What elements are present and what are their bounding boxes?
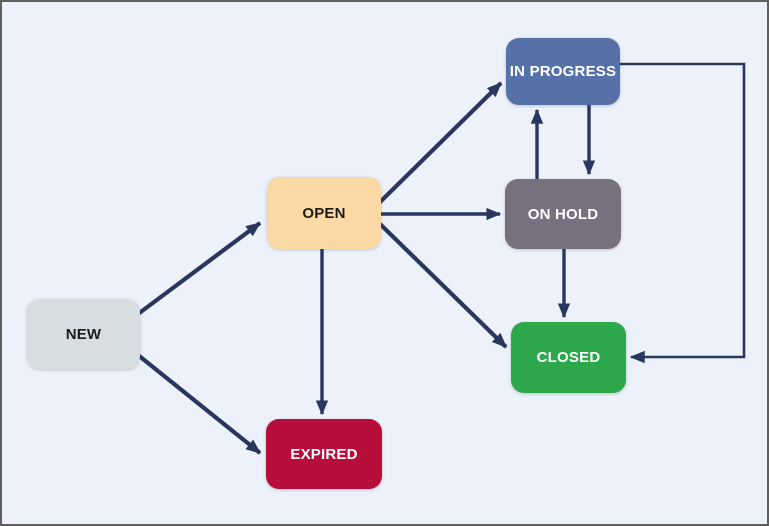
edge-open-to-closed: [378, 222, 508, 349]
node-open: OPEN: [267, 177, 381, 249]
node-closed: CLOSED: [511, 322, 626, 393]
node-in-progress: IN PROGRESS: [506, 38, 620, 105]
node-expired: EXPIRED: [266, 419, 382, 489]
edge-open-to-in-progress: [377, 81, 503, 205]
node-new: NEW: [27, 299, 140, 369]
edge-new-to-open: [136, 221, 262, 316]
node-on-hold: ON HOLD: [505, 179, 621, 249]
node-closed-label: CLOSED: [536, 349, 601, 366]
node-open-label: OPEN: [302, 204, 346, 222]
node-in-progress-label: IN PROGRESS: [509, 63, 617, 80]
node-on-hold-label: ON HOLD: [527, 205, 599, 223]
node-new-label: NEW: [65, 325, 102, 343]
edge-in-progress-to-closed: [620, 62, 746, 364]
node-expired-label: EXPIRED: [290, 445, 358, 463]
edge-new-to-expired: [136, 353, 262, 455]
